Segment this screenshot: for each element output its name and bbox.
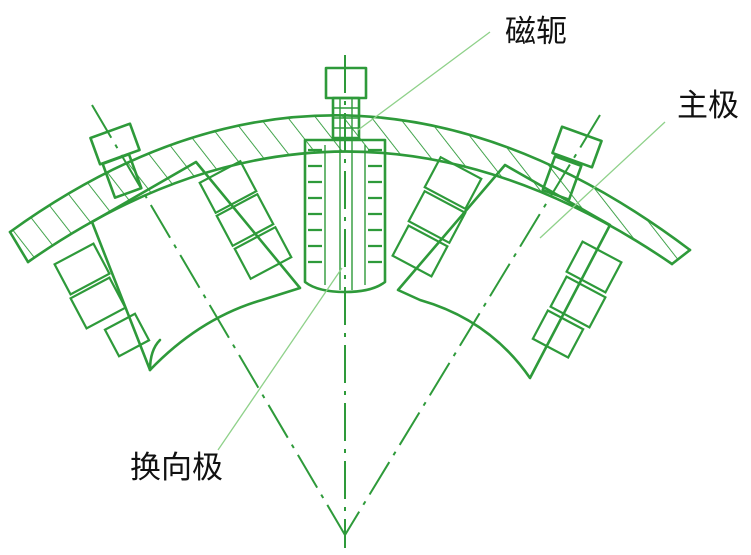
- label-yoke: 磁轭: [505, 14, 567, 50]
- centre-lines: [91, 55, 601, 548]
- right-bolt: [541, 125, 603, 202]
- right-main-pole-coil: [391, 155, 623, 360]
- left-main-pole-coil: [53, 159, 293, 358]
- label-commutating-pole: 换向极: [130, 450, 223, 486]
- left-bolt: [89, 122, 143, 200]
- left-main-pole: [90, 160, 302, 372]
- right-main-pole: [396, 163, 612, 380]
- centre-bolt: [324, 66, 368, 290]
- label-main-pole: 主极: [677, 88, 739, 124]
- leader-lines: [217, 31, 666, 451]
